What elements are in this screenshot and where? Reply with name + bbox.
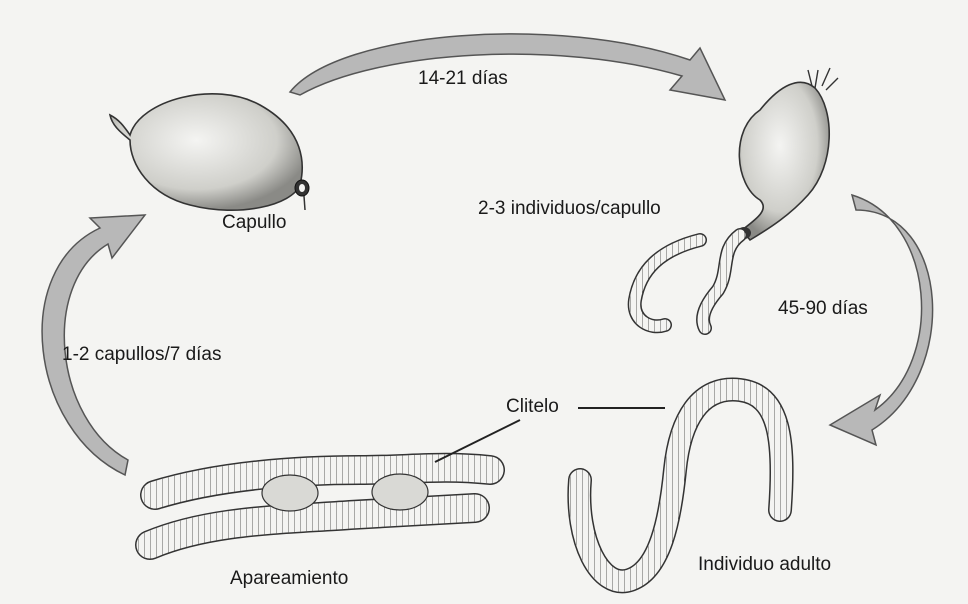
mating-label: Apareamiento [230,568,348,590]
adult-label: Individuo adulto [698,554,831,576]
clitellum-label: Clitelo [506,396,559,418]
juvenile-worm-icon [635,240,700,326]
mating-worms-icon [150,468,490,545]
cocoon-duration-label: 14-21 días [418,68,508,90]
cocoon-label: Capullo [222,212,286,234]
cocoon-rate-label: 1-2 capullos/7 días [62,344,222,366]
arrow-hatching-to-adult [830,195,933,445]
growth-duration-label: 45-90 días [778,298,868,320]
hatching-cocoon-icon [737,68,838,240]
juvenile-worm-icon [703,235,740,328]
arrow-cocoon-to-hatching [290,34,725,100]
individuals-per-cocoon-label: 2-3 individuos/capullo [478,198,661,220]
cocoon-icon [110,94,309,210]
adult-worm-icon [579,390,781,582]
